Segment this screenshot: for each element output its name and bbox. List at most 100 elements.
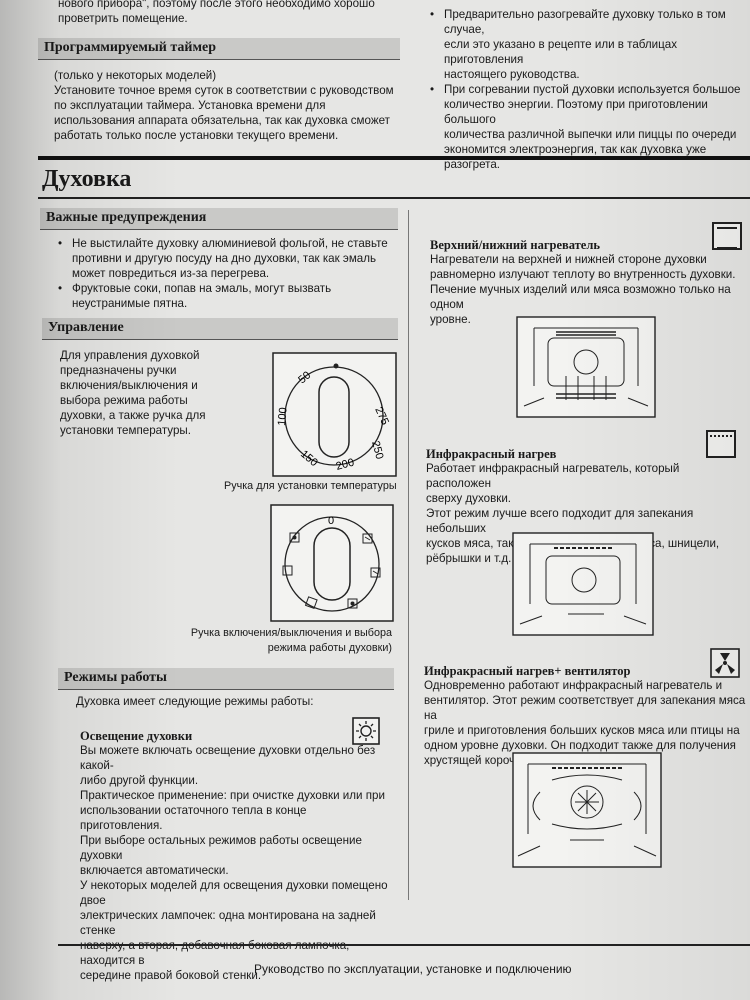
- text-line: использования аппарата обязательна, так …: [54, 114, 390, 127]
- footer-rule: [58, 944, 750, 946]
- text-line: Этот режим лучше всего подходит для запе…: [426, 507, 694, 535]
- top-right-bullets: Предварительно разогревайте духовку толь…: [428, 7, 748, 172]
- text-line: противни и другую посуду на дно духовки,…: [72, 252, 377, 265]
- infrared-heater-icon: [706, 430, 736, 458]
- fan-mode-icon-dot: [292, 535, 297, 540]
- text-line: Ручка включения/выключения и выбора: [190, 627, 392, 639]
- text-line: Работает инфракрасный нагреватель, котор…: [426, 462, 680, 490]
- text-line: Нагреватели на верхней и нижней стороне …: [430, 253, 707, 266]
- text-line: настоящего руководства.: [444, 68, 580, 81]
- text-line: предназначены ручки: [60, 364, 177, 377]
- text-line: уровне.: [430, 313, 471, 326]
- warnings-bullets: Не выстилайте духовку алюминиевой фольго…: [56, 236, 406, 311]
- knob-handle: [313, 527, 351, 601]
- dial-marker-icon: [333, 363, 339, 369]
- text-line: Практическое применение: при очистке дух…: [80, 789, 385, 802]
- text-line: выбора режима работы: [60, 394, 188, 407]
- text-line: гриле и приготовления больших кусков мяс…: [424, 724, 740, 737]
- cut-text-line: нового прибора", поэтому после этого нео…: [58, 0, 375, 10]
- text-line: Фруктовые соки, попав на эмаль, могут вы…: [72, 282, 332, 295]
- grill-mode-icon-mark: [364, 536, 371, 541]
- footer-text: Руководство по эксплуатации, установке и…: [254, 962, 572, 976]
- dial-label: 100: [276, 407, 290, 426]
- text-line: Вы можете включать освещение духовки отд…: [80, 744, 376, 772]
- grill-mode-icon: [362, 533, 373, 544]
- modes-intro: Духовка имеет следующие режимы работы:: [76, 695, 314, 708]
- infrared-title: Инфракрасный нагрев: [426, 447, 557, 461]
- upper-lower-title: Верхний/нижний нагреватель: [430, 238, 600, 252]
- main-title: Духовка: [42, 166, 132, 192]
- infrared-fan-mode-icon-dot: [350, 601, 355, 606]
- dial-ring: [284, 516, 380, 612]
- text-line: наверху, а вторая, добавочная боковая ла…: [80, 939, 350, 967]
- light-mode-title: Освещение духовки: [80, 729, 193, 743]
- dial-zero-label: 0: [328, 515, 334, 527]
- text-line: неустранимые пятна.: [72, 297, 188, 310]
- text-line: работать только после установки текущего…: [54, 129, 339, 142]
- control-text: Для управления духовкой предназначены ру…: [60, 348, 260, 438]
- text-line: экономится электроэнергия, так как духов…: [444, 143, 707, 171]
- text-line: вентилятор. Этот режим соответствует для…: [424, 694, 746, 722]
- bullet-item: При согревании пустой духовки использует…: [428, 82, 748, 172]
- figure-frame: [272, 352, 397, 477]
- timer-text: (только у некоторых моделей) Установите …: [54, 68, 404, 143]
- bottom-heat-mode-icon: [304, 596, 318, 610]
- bullet-item: Фруктовые соки, попав на эмаль, могут вы…: [56, 281, 406, 311]
- text-line: Не выстилайте духовку алюминиевой фольго…: [72, 237, 388, 250]
- infrared-mode-icon-mark: [372, 570, 379, 575]
- infrared-fan-text: Одновременно работают инфракрасный нагре…: [424, 678, 748, 768]
- text-line: рёбрышки и т.д.: [426, 552, 512, 565]
- temperature-knob-caption: Ручка для установки температуры: [224, 480, 397, 492]
- mode-knob-caption: Ручка включения/выключения и выбора режи…: [160, 626, 392, 656]
- text-line: либо другой функции.: [80, 774, 199, 787]
- text-line: Для управления духовкой: [60, 349, 200, 362]
- title-rule: [38, 156, 750, 160]
- text-line: Установите точное время суток в соответс…: [54, 84, 394, 97]
- text-line: если это указано в рецепте или в таблица…: [444, 38, 678, 66]
- text-line: использовании остаточного тепла в конце …: [80, 804, 307, 832]
- title-underline: [38, 197, 750, 199]
- text-line: установки температуры.: [60, 424, 191, 437]
- upper-lower-text: Нагреватели на верхней и нижней стороне …: [430, 252, 748, 327]
- text-line: электрических лампочек: одна монтирована…: [80, 909, 376, 937]
- text-line: При согревании пустой духовки использует…: [444, 83, 741, 96]
- text-line: середине правой боковой стенки.: [80, 969, 262, 982]
- warnings-section-header: Важные предупреждения: [40, 208, 398, 230]
- text-line: У некоторых моделей для освещения духовк…: [80, 879, 388, 907]
- text-line: Одновременно работают инфракрасный нагре…: [424, 679, 723, 692]
- fan-mode-icon: [289, 532, 300, 543]
- text-line: количества различной выпечки или пиццы п…: [444, 128, 737, 141]
- light-mode-text: Вы можете включать освещение духовки отд…: [80, 743, 390, 983]
- timer-section-header: Программируемый таймер: [38, 38, 400, 60]
- text-line: по эксплуатации таймера. Установка време…: [54, 99, 326, 112]
- cut-text-line: проветрить помещение.: [58, 12, 188, 25]
- column-divider: [408, 210, 409, 900]
- text-line: Печение мучных изделий или мяса возможно…: [430, 283, 731, 311]
- text-line: количество энергии. Поэтому при приготов…: [444, 98, 708, 126]
- oven-light-icon: [352, 717, 380, 745]
- infrared-fan-mode-icon: [347, 598, 358, 609]
- dial-label: 250: [369, 440, 385, 461]
- fan-icon: [710, 648, 740, 678]
- text-line: может повредиться из-за перегрева.: [72, 267, 270, 280]
- infrared-mode-icon: [370, 567, 381, 578]
- text-line: равномерно излучают теплоту во внутренно…: [430, 268, 736, 281]
- dial-label: 200: [335, 457, 356, 473]
- text-line: (только у некоторых моделей): [54, 69, 217, 82]
- text-line: хрустящей корочки.: [424, 754, 530, 767]
- text-line: одном уровне духовки. Он подходит также …: [424, 739, 736, 752]
- bullet-item: Предварительно разогревайте духовку толь…: [428, 7, 748, 82]
- control-section-header: Управление: [42, 318, 398, 340]
- text-line: включения/выключения и: [60, 379, 198, 392]
- temperature-knob-figure: 50 100 150 200 250 275: [272, 352, 397, 477]
- infrared-fan-oven-diagram: [512, 752, 662, 868]
- knob-handle: [318, 376, 350, 458]
- text-line: включается автоматически.: [80, 864, 229, 877]
- text-line: сверху духовки.: [426, 492, 512, 505]
- text-line: режима работы духовки): [267, 642, 392, 654]
- mode-knob-figure: 0: [270, 504, 394, 622]
- upper-lower-heater-icon: [712, 222, 742, 250]
- bullet-item: Не выстилайте духовку алюминиевой фольго…: [56, 236, 406, 281]
- figure-frame: [270, 504, 394, 622]
